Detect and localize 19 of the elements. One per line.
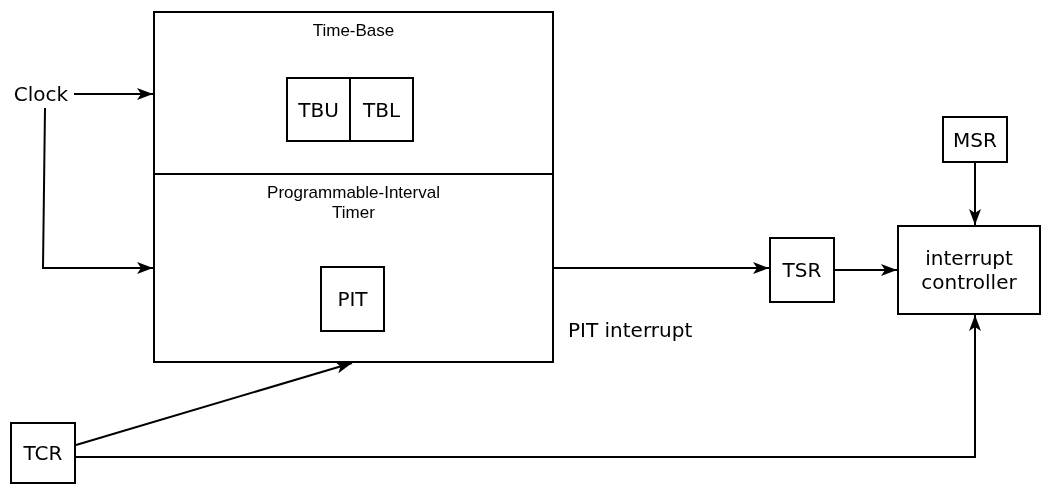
timer-block bbox=[153, 11, 554, 175]
controller-box: interrupt controller bbox=[897, 225, 1041, 315]
arrow bbox=[834, 264, 898, 276]
register-box: MSR bbox=[942, 116, 1008, 163]
timer-block bbox=[153, 173, 554, 363]
register-box: PIT bbox=[320, 266, 385, 332]
register-box: TCR bbox=[10, 422, 76, 484]
arrow bbox=[42, 107, 154, 274]
arrow bbox=[73, 88, 154, 100]
arrow bbox=[75, 314, 981, 458]
register-box: TBL bbox=[349, 77, 414, 142]
register-box: TSR bbox=[769, 237, 835, 303]
register-box: TBU bbox=[286, 77, 351, 142]
signal-text: Clock bbox=[13, 82, 69, 106]
arrow bbox=[969, 162, 981, 226]
arrow bbox=[75, 361, 353, 446]
block-title: Time-Base bbox=[311, 21, 396, 42]
block-title: Programmable-Interval Timer bbox=[266, 183, 441, 224]
arrow bbox=[553, 262, 770, 274]
